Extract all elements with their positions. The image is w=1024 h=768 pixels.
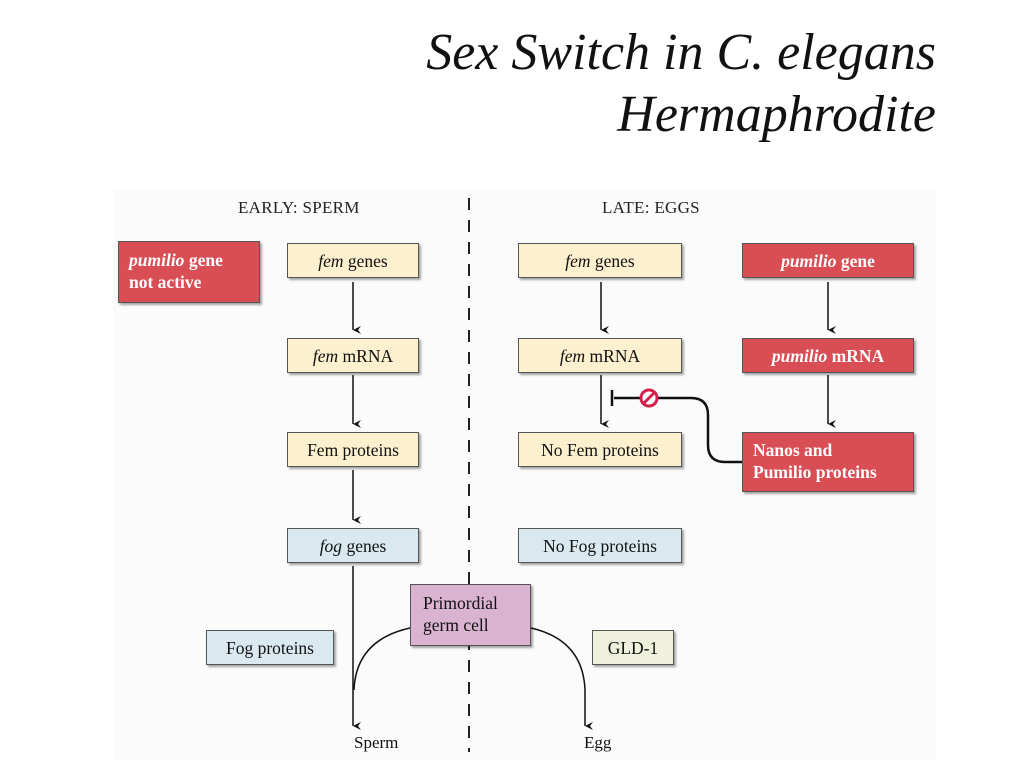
sperm-label: Sperm	[354, 733, 399, 752]
fog-proteins-box: Fog proteins	[206, 630, 334, 665]
egg-label: Egg	[584, 733, 612, 752]
early-fem-genes-box: fem genes	[287, 243, 419, 278]
pumilio-gene-box: pumilio gene	[742, 243, 914, 278]
heading-early-sperm: EARLY: SPERM	[238, 198, 360, 217]
nanos-pumilio-proteins-box: Nanos and Pumilio proteins	[742, 432, 914, 492]
pumilio-mrna-box: pumilio mRNA	[742, 338, 914, 373]
slide-title: Sex Switch in C. elegans Hermaphrodite	[236, 22, 936, 146]
title-line-2: Hermaphrodite	[617, 86, 936, 143]
late-fem-genes-box: fem genes	[518, 243, 682, 278]
pumilio-gene-not-active-box: pumilio gene not active	[118, 241, 260, 303]
inhibition-symbol-icon	[639, 388, 659, 408]
early-fem-proteins-box: Fem proteins	[287, 432, 419, 467]
inhibition-connector	[614, 396, 742, 464]
early-fem-mrna-box: fem mRNA	[287, 338, 419, 373]
germ-cell-to-egg-curve	[530, 627, 593, 730]
no-fem-proteins-box: No Fem proteins	[518, 432, 682, 467]
germ-cell-to-sperm-curve	[353, 627, 411, 691]
late-fem-mrna-box: fem mRNA	[518, 338, 682, 373]
title-line-1: Sex Switch in C. elegans	[426, 24, 936, 81]
heading-late-eggs: LATE: EGGS	[602, 198, 700, 217]
early-fog-genes-box: fog genes	[287, 528, 419, 563]
primordial-germ-cell-box: Primordial germ cell	[410, 584, 531, 646]
no-fog-proteins-box: No Fog proteins	[518, 528, 682, 563]
gld1-box: GLD-1	[592, 630, 674, 665]
